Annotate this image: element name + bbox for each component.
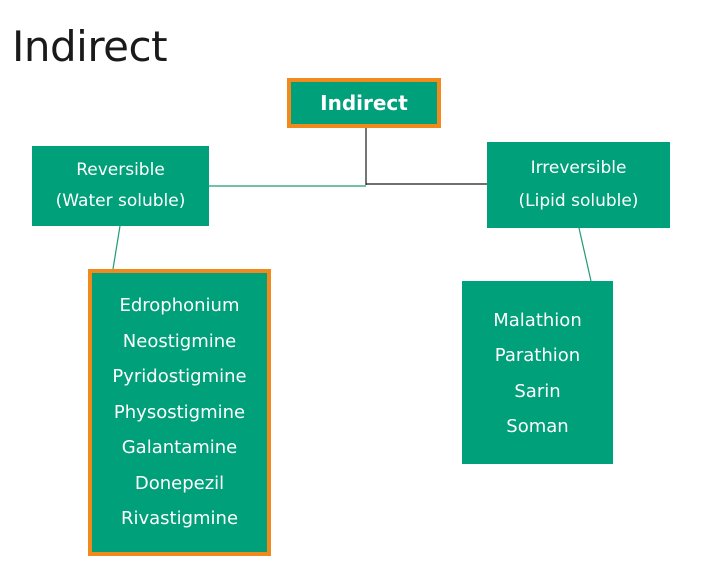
irreversible-drug-list: Malathion Parathion Sarin Soman [462, 281, 613, 464]
root-node-label: Indirect [320, 91, 408, 115]
drug-item: Malathion [493, 309, 582, 331]
root-node-indirect: Indirect [287, 78, 441, 128]
connector-reversible-to-list [112, 225, 121, 270]
drug-item: Sarin [514, 380, 561, 402]
branch-title-line: Irreversible [530, 158, 627, 178]
drug-item: Neostigmine [122, 330, 237, 352]
branch-title-line: Reversible [76, 160, 165, 180]
branch-node-irreversible: Irreversible (Lipid soluble) [487, 142, 670, 228]
branch-node-reversible: Reversible (Water soluble) [32, 146, 209, 226]
drug-item: Soman [506, 416, 569, 437]
drug-item: Physostigmine [113, 401, 246, 423]
drug-item: Rivastigmine [120, 508, 239, 530]
slide-title: Indirect [12, 22, 168, 71]
drug-item: Edrophonium [119, 295, 240, 317]
drug-item: Galantamine [121, 437, 238, 459]
branch-subtitle-line: (Lipid soluble) [518, 191, 639, 211]
drug-item: Pyridostigmine [112, 366, 247, 388]
branch-subtitle-line: (Water soluble) [55, 191, 186, 211]
connector-irreversible-to-list [578, 227, 592, 282]
reversible-drug-list: Edrophonium Neostigmine Pyridostigmine P… [88, 269, 271, 556]
drug-item: Parathion [494, 345, 581, 366]
drug-item: Donepezil [134, 472, 225, 494]
